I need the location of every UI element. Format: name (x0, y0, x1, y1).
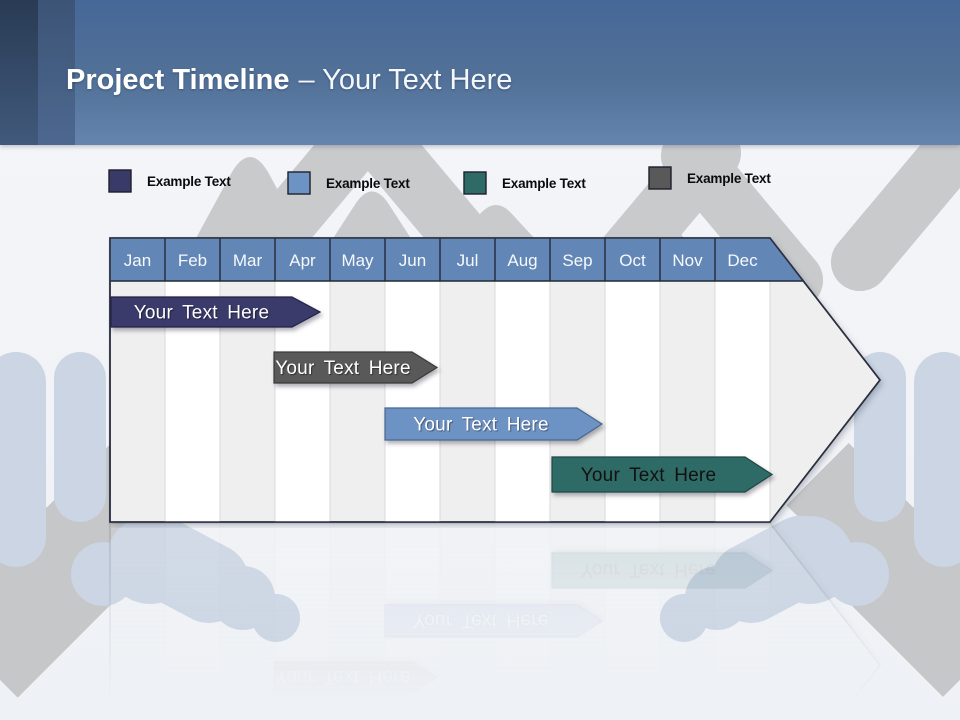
legend-swatch-gray (648, 166, 672, 190)
month-header-dividers (110, 238, 803, 282)
month-label-mar: Mar (233, 251, 263, 270)
month-label-nov: Nov (672, 251, 703, 270)
task-bar-label: Your Text Here (413, 415, 548, 436)
task-bar-4[interactable]: Your Text Here (551, 456, 774, 493)
month-label-feb: Feb (178, 251, 207, 270)
title-bar: Project Timeline– Your Text Here (0, 0, 960, 145)
slide-title-main: Project Timeline (66, 64, 290, 96)
legend-item-3[interactable]: Example Text (463, 171, 586, 195)
legend-label: Example Text (147, 173, 231, 189)
month-header-band (110, 238, 803, 281)
task-bar-3[interactable]: Your Text Here (384, 407, 604, 441)
timeline-arrow: Jan Feb Mar Apr May Jun Jul Aug Sep Oct … (108, 236, 888, 528)
month-label-dec: Dec (727, 251, 758, 270)
slide-title-suffix: – Your Text Here (298, 64, 513, 96)
legend-swatch-teal (463, 171, 487, 195)
month-label-aug: Aug (507, 251, 537, 270)
task-bar-label: Your Text Here (134, 303, 269, 324)
task-bar-label: Your Text Here (581, 465, 716, 486)
month-label-jan: Jan (124, 251, 151, 270)
handshake-sleeve-right (786, 442, 960, 720)
month-gridlines (164, 281, 771, 522)
month-label-may: May (341, 251, 374, 270)
legend-label: Example Text (687, 170, 771, 186)
legend-swatch-blue (287, 171, 311, 195)
legend-swatch-navy (108, 169, 132, 193)
timeline-arrow-outline (109, 237, 882, 523)
legend-item-1[interactable]: Example Text (108, 169, 231, 193)
title-accent-strip-light (38, 0, 75, 145)
task-bar-shape (273, 351, 439, 384)
task-bar-shape (384, 407, 604, 441)
month-label-apr: Apr (289, 251, 316, 270)
slide-title[interactable]: Project Timeline– Your Text Here (66, 63, 512, 97)
legend-label: Example Text (326, 175, 410, 191)
legend-label: Example Text (502, 175, 586, 191)
month-label-oct: Oct (619, 251, 646, 270)
legend-item-2[interactable]: Example Text (287, 171, 410, 195)
hand-silhouette-left (0, 352, 300, 642)
month-label-jul: Jul (457, 251, 479, 270)
task-bar-shape (551, 456, 774, 493)
handshake-sleeve-left (0, 442, 174, 720)
legend-item-4[interactable]: Example Text (648, 166, 771, 190)
month-label-sep: Sep (562, 251, 592, 270)
task-bar-1[interactable]: Your Text Here (110, 296, 322, 328)
title-accent-strip-dark (0, 0, 38, 145)
figures-silhouette-top (195, 103, 960, 310)
task-bar-2[interactable]: Your Text Here (273, 351, 439, 384)
task-bar-shape (110, 296, 322, 328)
hand-silhouette-right (660, 352, 960, 642)
month-label-jun: Jun (399, 251, 426, 270)
task-bar-label: Your Text Here (275, 358, 410, 379)
